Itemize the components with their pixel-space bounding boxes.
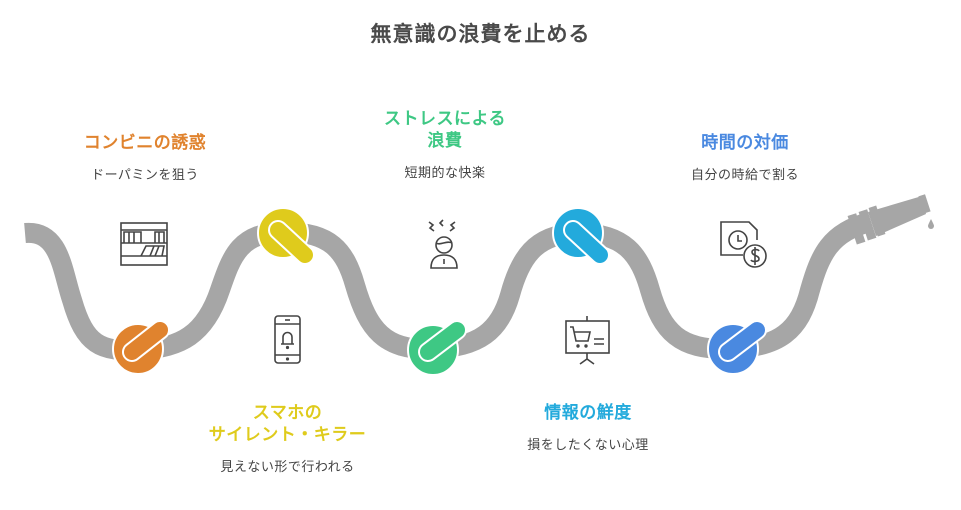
stressed-person-icon	[428, 219, 458, 269]
step-3: ストレスによる 浪費 短期的な快楽	[340, 108, 550, 181]
time-money-icon	[720, 221, 767, 268]
step-2-heading-line2: サイレント・キラー	[208, 425, 367, 445]
knot-green	[407, 320, 467, 376]
step-2-subtitle: 見えない形で行われる	[220, 460, 355, 475]
step-5: 時間の対価 自分の時給で割る	[640, 132, 850, 183]
knot-blue-light	[552, 207, 610, 265]
step-4-subtitle: 損をしたくない心理	[527, 438, 649, 453]
step-4: 情報の鮮度 損をしたくない心理	[483, 402, 693, 453]
step-1-heading: コンビニの誘惑	[83, 133, 207, 153]
step-2-heading-line1: スマホの	[252, 403, 323, 423]
knot-orange	[112, 320, 170, 375]
step-1-subtitle: ドーパミンを狙う	[91, 168, 199, 183]
step-5-subtitle: 自分の時給で割る	[690, 168, 799, 183]
step-5-heading: 時間の対価	[701, 133, 789, 153]
shopping-presentation-icon	[565, 316, 610, 365]
knot-yellow	[257, 207, 315, 265]
phone-bell-icon	[274, 315, 301, 364]
step-1: コンビニの誘惑 ドーパミンを狙う	[40, 132, 250, 183]
step-3-heading-line2: 浪費	[427, 131, 463, 151]
step-4-heading: 情報の鮮度	[544, 403, 632, 423]
store-shelf-icon	[120, 222, 168, 266]
step-3-heading-line1: ストレスによる	[384, 109, 506, 129]
hose-nozzle	[847, 194, 934, 245]
step-2: スマホの サイレント・キラー 見えない形で行われる	[170, 402, 405, 475]
page-title: 無意識の浪費を止める	[370, 22, 591, 46]
water-drop-icon	[928, 219, 934, 229]
step-3-subtitle: 短期的な快楽	[404, 166, 486, 181]
knot-blue	[707, 320, 767, 375]
